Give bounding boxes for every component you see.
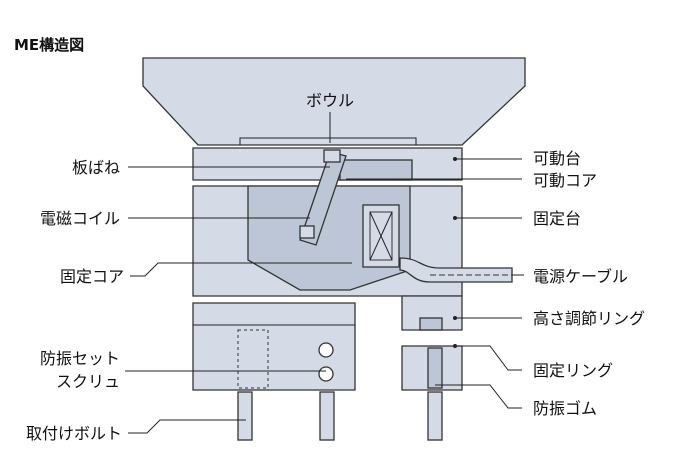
label-leaf-spring: 板ばね	[72, 158, 120, 177]
dot-fixed-ring	[453, 344, 457, 348]
coil-cross	[369, 211, 393, 261]
leader-fixed-ring	[455, 345, 522, 371]
spring-clamp-top	[323, 149, 341, 163]
screw-head-2	[318, 366, 334, 382]
bowl-recess	[239, 137, 417, 145]
label-rubber: 防振ゴム	[533, 399, 597, 418]
dot-height-ring	[453, 316, 457, 320]
dot-movable-base	[453, 157, 457, 161]
leader-bolt	[128, 419, 246, 434]
label-bowl: ボウル	[306, 91, 354, 110]
leader-fixed-core	[130, 262, 352, 277]
spring-clamp-bottom	[299, 225, 315, 239]
mount-bolt-2	[319, 391, 335, 441]
leaf-spring-shape	[299, 151, 347, 246]
coil-inner	[369, 211, 393, 261]
rubber-shape	[427, 347, 443, 389]
label-mount-bolt: 取付けボルト	[26, 424, 122, 443]
label-power-cable: 電源ケーブル	[533, 267, 628, 286]
label-screw-line2: スクリュ	[56, 372, 120, 391]
label-movable-core: 可動コア	[533, 171, 597, 190]
diagram-title: ME構造図	[14, 36, 85, 54]
label-screw-line1: 防振セット	[40, 349, 120, 368]
dot-fixed-base	[453, 216, 457, 220]
cable-shape	[399, 257, 513, 283]
screw-zone	[237, 329, 269, 389]
mount-bolt-1	[237, 391, 253, 441]
label-fixed-base: 固定台	[533, 209, 581, 228]
height-ring-inner	[419, 317, 443, 331]
label-fixed-core: 固定コア	[60, 267, 124, 286]
screw-head-1	[318, 342, 334, 358]
label-fixed-ring: 固定リング	[533, 361, 613, 380]
bowl-shape	[142, 57, 526, 146]
height-ring-shape	[401, 295, 463, 331]
movable-core-shape	[339, 159, 413, 181]
label-movable-base: 可動台	[533, 149, 581, 168]
mount-bolt-3	[427, 391, 443, 441]
label-coil: 電磁コイル	[40, 209, 120, 228]
label-height-ring: 高さ調節リング	[533, 309, 645, 328]
leader-rubber	[435, 384, 522, 409]
